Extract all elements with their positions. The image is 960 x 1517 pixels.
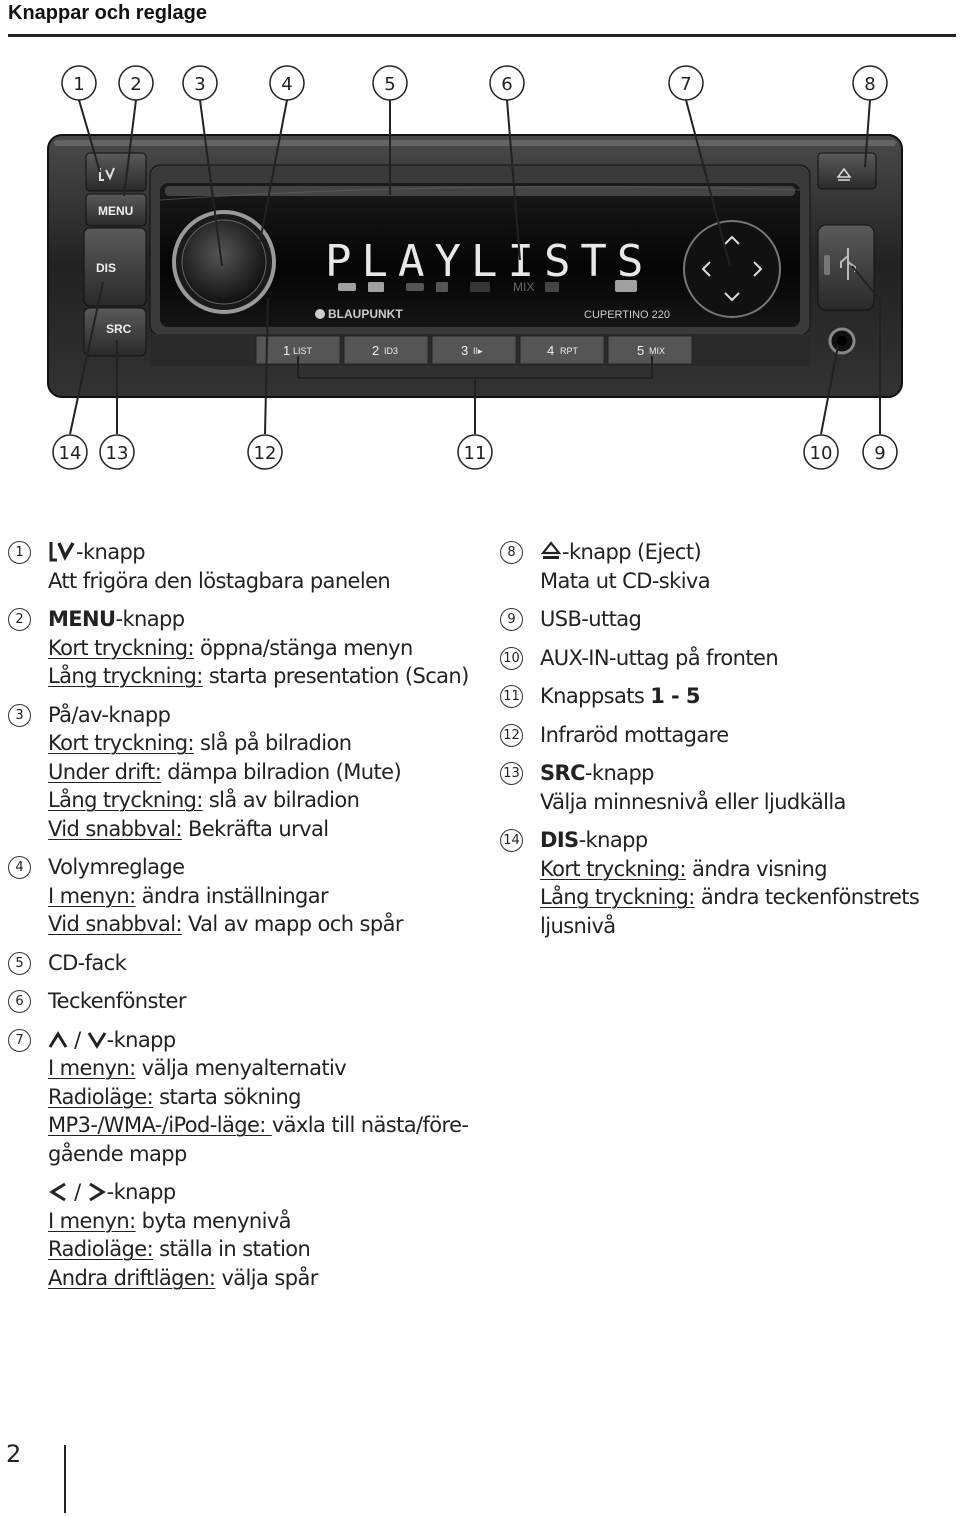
chevron-up-icon: [48, 1030, 68, 1048]
display-text: PLAYLISTS: [325, 236, 653, 287]
entry-6: 6 Teckenfönster: [8, 987, 448, 1016]
svg-text:RPT: RPT: [560, 346, 579, 356]
entry-number: 7: [8, 1028, 31, 1052]
callout-14: 14: [59, 443, 82, 464]
entry-number: 11: [500, 685, 523, 708]
release-icon: [49, 542, 75, 562]
eject-icon: [836, 167, 852, 181]
display-list-indicator: LIST: [473, 285, 489, 292]
entry-2: 2 MENU-knapp Kort tryckning: öppna/stäng…: [8, 605, 469, 691]
svg-text:1: 1: [283, 343, 290, 358]
page-title: Knappar och reglage: [8, 2, 207, 24]
dis-button-shape: [83, 227, 147, 307]
display-mix-indicator: MIX: [513, 280, 534, 294]
callout-6: 6: [501, 74, 512, 95]
entry-number: 9: [500, 608, 523, 631]
entry-9: 9 USB-uttag: [500, 605, 955, 634]
callout-11: 11: [464, 443, 487, 464]
src-label: SRC: [106, 322, 132, 336]
entry-11: 11 Knappsats 1 - 5: [500, 682, 955, 711]
release-button: [85, 152, 147, 192]
entry-12: 12 Infraröd mottagare: [500, 721, 955, 750]
entry-7: 7 / -knapp I menyn: välja menyalternativ…: [8, 1026, 469, 1169]
svg-text:4: 4: [547, 343, 554, 358]
nav-left-icon: [701, 261, 711, 277]
nav-down-icon: [724, 292, 740, 302]
entry-number: 3: [8, 703, 31, 727]
bottom-callouts: [52, 434, 898, 470]
callout-2: 2: [130, 74, 141, 95]
entry-10: 10 AUX-IN-uttag på fronten: [500, 644, 955, 673]
cd-slot: [165, 186, 795, 196]
page-number: 2: [6, 1440, 22, 1468]
svg-text:5: 5: [637, 343, 644, 358]
svg-text:LIST: LIST: [293, 346, 313, 356]
navigation-control: [683, 220, 781, 318]
svg-text:2: 2: [372, 343, 379, 358]
callout-9: 9: [874, 443, 885, 464]
callout-1: 1: [73, 74, 84, 95]
entry-3: 3 På/av-knapp Kort tryckning: slå på bil…: [8, 701, 448, 844]
entry-number: 14: [500, 829, 523, 852]
eject-button: [817, 152, 877, 190]
entry-1: 1 -knapp Att frigöra den löstagbara pane…: [8, 538, 448, 595]
device-diagram: MENU DIS SRC PLAYLISTS LIST MIX BLAUPUNK…: [47, 65, 903, 470]
model-name: CUPERTINO 220: [584, 309, 670, 321]
src-button-shape: [83, 307, 147, 357]
entry-number: 12: [500, 723, 523, 747]
callout-10: 10: [810, 443, 833, 464]
callout-8: 8: [864, 74, 875, 95]
callout-3: 3: [194, 74, 205, 95]
menu-button-shape: [85, 193, 147, 227]
eject-icon: [540, 541, 562, 559]
chevron-down-icon: [87, 1031, 106, 1049]
nav-right-icon: [753, 261, 763, 277]
left-column: 1 -knapp Att frigöra den löstagbara pane…: [8, 538, 469, 1302]
footer-rule: [64, 1445, 66, 1513]
entry-5: 5 CD-fack: [8, 949, 448, 978]
svg-text:II▸: II▸: [473, 346, 483, 356]
svg-text:3: 3: [461, 343, 468, 358]
chevron-left-icon: [49, 1182, 66, 1202]
menu-label: MENU: [98, 204, 133, 218]
entry-number: 6: [8, 990, 31, 1013]
nav-up-icon: [724, 235, 740, 245]
callout-5: 5: [384, 74, 395, 95]
entry-number: 5: [8, 951, 31, 975]
callout-4: 4: [281, 74, 292, 95]
brand-logo: BLAUPUNKT: [328, 307, 403, 321]
top-callouts: [61, 65, 888, 101]
svg-text:MIX: MIX: [649, 346, 665, 356]
usb-port-cover: [817, 224, 875, 311]
entry-14: 14 DIS-knapp Kort tryckning: ändra visni…: [500, 826, 955, 940]
entry-7b: / -knapp I menyn: byta menynivå Radioläg…: [48, 1180, 318, 1290]
entry-number: 1: [8, 541, 31, 564]
entry-desc: Att frigöra den löstagbara panelen: [48, 568, 391, 593]
chevron-right-icon: [88, 1182, 106, 1202]
entry-number: 4: [8, 856, 31, 879]
entry-number: 10: [500, 646, 523, 670]
entry-number: 8: [500, 541, 523, 564]
right-column: 8 -knapp (Eject) Mata ut CD-skiva 9 USB-…: [500, 538, 955, 950]
entry-number: 13: [500, 762, 523, 785]
dis-label: DIS: [96, 261, 116, 275]
entry-13: 13 SRC-knapp Välja minnesnivå eller ljud…: [500, 759, 955, 816]
entry-4: 4 Volymreglage I menyn: ändra inställnin…: [8, 853, 448, 939]
entry-8: 8 -knapp (Eject) Mata ut CD-skiva: [500, 538, 955, 595]
callout-7: 7: [680, 74, 691, 95]
svg-text:ID3: ID3: [384, 346, 398, 356]
entry-number: 2: [8, 608, 31, 631]
callout-12: 12: [254, 443, 277, 464]
callout-13: 13: [106, 443, 129, 464]
display-window: [160, 183, 800, 327]
title-rule: [8, 34, 956, 37]
